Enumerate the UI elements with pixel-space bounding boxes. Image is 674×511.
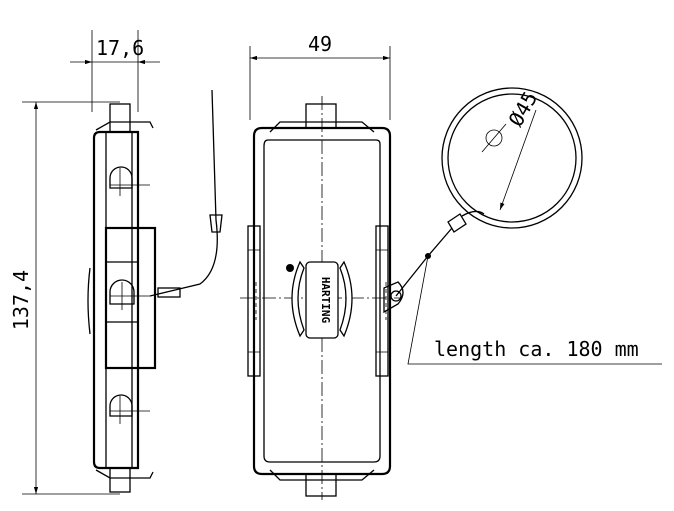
front-view: HARTING (240, 96, 404, 500)
logo-text: HARTING (319, 277, 332, 324)
length-note: length ca. 180 mm (407, 255, 662, 365)
harting-logo: HARTING (286, 260, 353, 339)
dimension-front-width: 49 (249, 32, 391, 120)
dimension-height: 137,4 (9, 101, 120, 495)
lanyard-ring: Ø45 (395, 87, 583, 297)
side-width-label: 17,6 (96, 36, 144, 60)
dimension-side-width: 17,6 (70, 30, 160, 112)
length-note-label: length ca. 180 mm (434, 337, 639, 361)
height-label: 137,4 (9, 270, 33, 330)
screw-top (109, 166, 150, 196)
screw-middle (109, 279, 150, 310)
side-view (87, 89, 223, 493)
screw-bottom (109, 394, 150, 424)
front-width-label: 49 (308, 32, 332, 56)
